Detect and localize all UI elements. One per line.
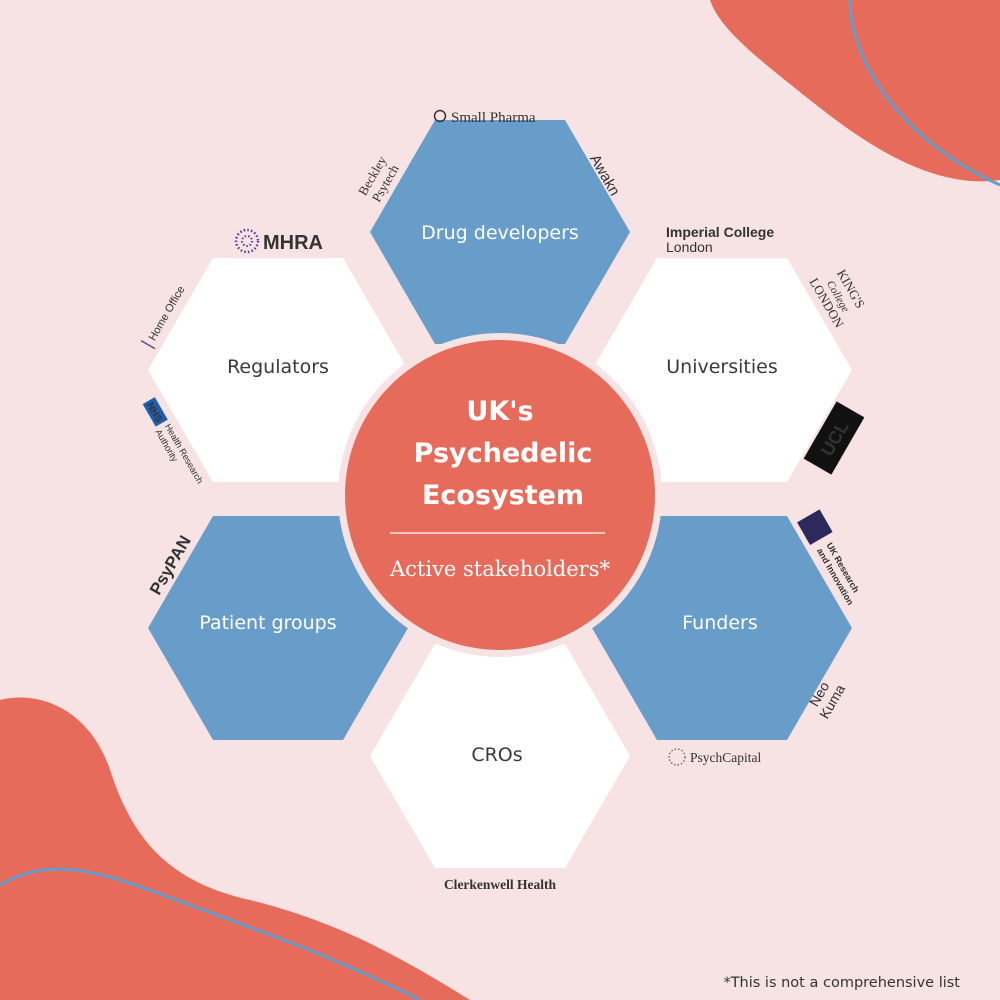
center-title-line3: Ecosystem: [422, 480, 584, 511]
imperial-logo: Imperial College London: [666, 224, 774, 255]
center-circle: UK's Psychedelic Ecosystem Active stakeh…: [338, 333, 662, 657]
hex-patient-groups: Patient groups: [148, 516, 408, 740]
bottom-left-blob: [0, 697, 470, 1000]
funders-label: Funders: [682, 612, 757, 634]
nhs-mark: [142, 397, 168, 427]
ukri-mark: [797, 509, 833, 545]
psychcapital-text: PsychCapital: [690, 750, 761, 765]
mhra-text: MHRA: [263, 232, 323, 254]
small-pharma-text: Small Pharma: [451, 110, 536, 126]
center-title-line1: UK's: [466, 396, 533, 427]
clerkenwell-text: Clerkenwell Health: [444, 877, 557, 892]
regulators-label: Regulators: [227, 356, 329, 378]
imperial-line2: London: [666, 239, 713, 255]
patient-groups-label: Patient groups: [199, 612, 336, 634]
hex-funders: Funders: [592, 516, 852, 740]
center-subtitle: Active stakeholders*: [389, 557, 611, 581]
home-office-rule: [140, 339, 156, 350]
drug-developers-label: Drug developers: [421, 222, 579, 244]
hex-regulators: Regulators: [148, 258, 408, 482]
center-title-line2: Psychedelic: [414, 438, 593, 469]
cros-label: CROs: [471, 744, 522, 766]
top-right-blob: [710, 0, 1000, 182]
mhra-icon: [234, 228, 260, 254]
small-pharma-logo: Small Pharma: [433, 109, 536, 126]
hex-universities: Universities: [592, 258, 852, 482]
small-pharma-icon: [433, 109, 447, 123]
imperial-line1: Imperial College: [666, 224, 774, 240]
universities-label: Universities: [666, 356, 777, 378]
footnote: *This is not a comprehensive list: [723, 975, 960, 991]
psychcapital-icon: [668, 748, 686, 766]
top-right-curve-line: [848, 0, 1000, 187]
clerkenwell-logo: Clerkenwell Health: [444, 877, 557, 892]
bottom-left-curve-line: [0, 867, 421, 1000]
hex-cros: CROs: [370, 644, 630, 868]
mhra-logo: MHRA: [234, 228, 323, 254]
psychcapital-logo: PsychCapital: [668, 748, 761, 766]
hex-drug-developers: Drug developers: [370, 120, 630, 344]
